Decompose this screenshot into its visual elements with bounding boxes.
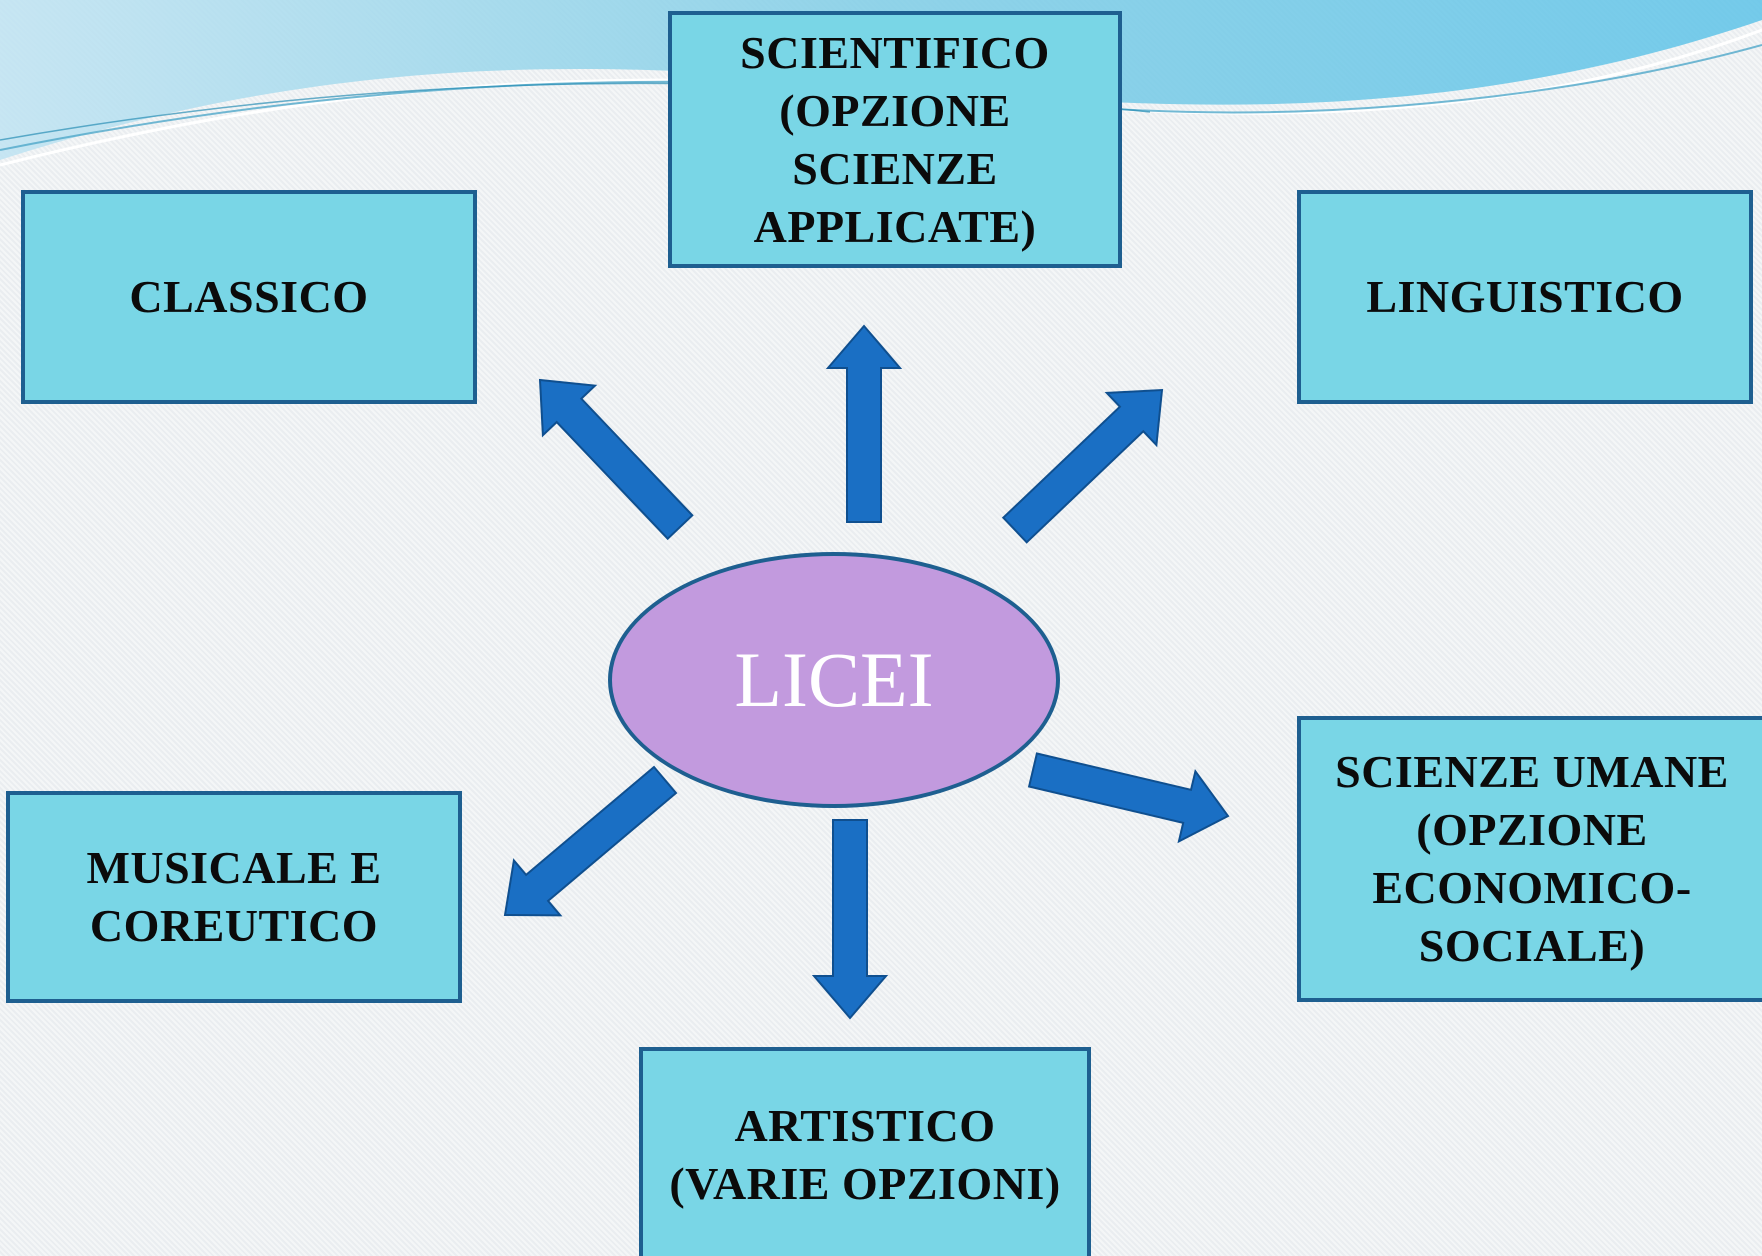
- node-classico: CLASSICO: [21, 190, 477, 404]
- node-scienze-umane-label: SCIENZE UMANE (OPZIONE ECONOMICO- SOCIAL…: [1335, 746, 1729, 971]
- node-classico-label: CLASSICO: [129, 271, 369, 322]
- arrow-to-scientifico: [825, 324, 903, 523]
- node-scientifico-label: SCIENTIFICO (OPZIONE SCIENZE APPLICATE): [740, 26, 1050, 252]
- arrow-to-linguistico: [1001, 388, 1164, 544]
- arrows-group: [503, 324, 1230, 1020]
- node-scientifico: SCIENTIFICO (OPZIONE SCIENZE APPLICATE): [668, 11, 1122, 268]
- arrow-to-musicale: [503, 765, 678, 917]
- center-node-licei: LICEI: [608, 552, 1060, 808]
- node-musicale: MUSICALE E COREUTICO: [6, 791, 462, 1003]
- arrow-to-artistico: [811, 819, 889, 1020]
- arrow-to-umane: [1027, 752, 1230, 844]
- arrow-to-classico: [538, 378, 694, 541]
- node-artistico: ARTISTICO (VARIE OPZIONI): [639, 1047, 1091, 1256]
- node-linguistico-label: LINGUISTICO: [1366, 271, 1684, 322]
- node-scienze-umane: SCIENZE UMANE (OPZIONE ECONOMICO- SOCIAL…: [1297, 716, 1762, 1002]
- node-musicale-label: MUSICALE E COREUTICO: [86, 842, 382, 951]
- node-artistico-label: ARTISTICO (VARIE OPZIONI): [669, 1099, 1061, 1209]
- node-linguistico: LINGUISTICO: [1297, 190, 1753, 404]
- center-node-label: LICEI: [734, 636, 934, 723]
